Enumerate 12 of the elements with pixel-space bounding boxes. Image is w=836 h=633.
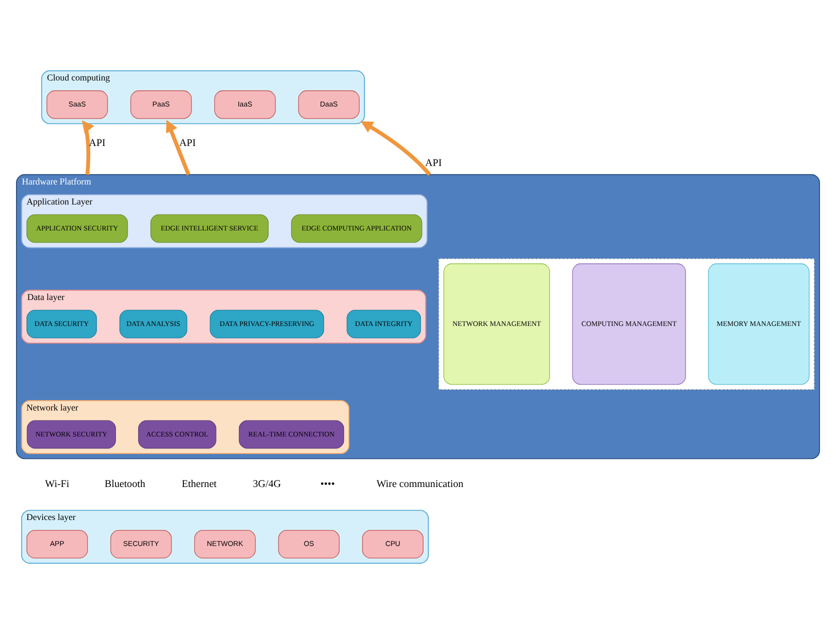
label: Bluetooth [104,478,146,490]
arrow [360,120,432,176]
label: •••• [320,478,335,490]
label: Ethernet [182,478,217,490]
edge-label: API [425,158,442,169]
edge-label: API [179,138,196,149]
arrow [166,119,190,175]
label: Wi-Fi [45,478,70,490]
label: Wire communication [376,478,464,490]
arrow [82,120,94,174]
cluster [438,258,815,390]
label: 3G/4G [252,478,281,490]
